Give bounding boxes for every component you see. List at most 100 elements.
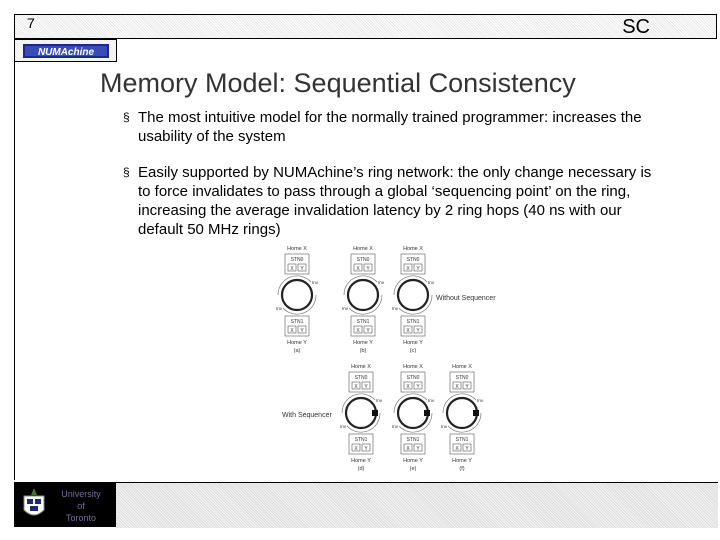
inv-label: Inv xyxy=(340,424,347,429)
home-x-label: Home X xyxy=(353,246,373,252)
slide-number: 7 xyxy=(27,15,35,31)
cache-cell-y xyxy=(462,443,472,452)
home-y-label: Home Y xyxy=(403,458,423,464)
home-y-label: Home Y xyxy=(351,458,371,464)
cache-cell-x xyxy=(403,443,413,452)
inv-label: Inv xyxy=(392,424,399,429)
footer-bar xyxy=(116,482,718,528)
inv-label: Inv xyxy=(477,398,484,403)
numachine-logo: NUMAchine xyxy=(14,39,117,62)
cache-cell-x xyxy=(287,263,297,272)
inv-label: Inv xyxy=(428,280,435,285)
with-sequencer-label: With Sequencer xyxy=(282,412,332,419)
ring-network xyxy=(396,396,430,430)
inv-label: Inv xyxy=(312,280,319,285)
cache-cell-x xyxy=(403,263,413,272)
left-rule xyxy=(14,62,15,480)
inv-label: Inv xyxy=(441,424,448,429)
home-y-label: Home Y xyxy=(287,340,307,346)
bullet-item: § Easily supported by NUMAchine’s ring n… xyxy=(120,163,660,239)
cache-cell-y xyxy=(413,263,423,272)
cache-cell-y xyxy=(361,443,371,452)
bullet-marker: § xyxy=(123,110,130,124)
station-label: STN0 xyxy=(407,375,420,381)
cell-y-label: Y xyxy=(465,384,469,390)
cell-x-label: X xyxy=(354,446,358,452)
cell-y-label: Y xyxy=(416,266,420,272)
cache-cell-x xyxy=(452,443,462,452)
station-label: STN1 xyxy=(456,437,469,443)
invalidate-arrow xyxy=(393,275,428,296)
home-y-label: Home Y xyxy=(353,340,373,346)
station-label: STN0 xyxy=(407,257,420,263)
invalidate-arrow xyxy=(398,294,433,315)
invalidate-arrow xyxy=(393,393,428,414)
panel-label: (b) xyxy=(360,348,367,354)
panel-label: (d) xyxy=(358,466,365,472)
cell-x-label: X xyxy=(290,266,294,272)
home-x-label: Home X xyxy=(287,246,307,252)
university-name: University of Toronto xyxy=(61,489,101,523)
cell-y-label: Y xyxy=(300,328,304,334)
bullet-item: § The most intuitive model for the norma… xyxy=(120,108,660,146)
panel-label: (a) xyxy=(294,348,301,354)
invalidate-arrow xyxy=(343,275,378,296)
ring-network xyxy=(445,396,479,430)
ring-network xyxy=(344,396,378,430)
invalidate-arrow xyxy=(282,294,317,315)
cache-cell-y xyxy=(297,325,307,334)
inv-label: Inv xyxy=(428,398,435,403)
numachine-logo-icon: NUMAchine xyxy=(23,44,109,58)
cell-x-label: X xyxy=(406,266,410,272)
panel-label: (c) xyxy=(410,348,417,354)
invalidate-arrow xyxy=(442,393,477,414)
invalidate-arrow xyxy=(447,412,482,433)
cell-y-label: Y xyxy=(416,328,420,334)
station-label: STN0 xyxy=(291,257,304,263)
header-banner xyxy=(14,14,717,39)
cell-x-label: X xyxy=(290,328,294,334)
cache-cell-y xyxy=(413,381,423,390)
invalidate-arrow xyxy=(348,294,383,315)
university-logo: University of Toronto xyxy=(14,482,116,527)
cell-x-label: X xyxy=(354,384,358,390)
cache-cell-y xyxy=(297,263,307,272)
station-label: STN1 xyxy=(355,437,368,443)
cell-y-label: Y xyxy=(366,266,370,272)
bullet-list: § The most intuitive model for the norma… xyxy=(120,108,660,256)
invalidate-arrow xyxy=(398,412,433,433)
cell-x-label: X xyxy=(356,328,360,334)
cell-x-label: X xyxy=(406,384,410,390)
sequencer-point xyxy=(424,410,430,416)
bullet-marker: § xyxy=(123,165,130,179)
home-x-label: Home X xyxy=(452,364,472,370)
cache-cell-y xyxy=(413,443,423,452)
inv-label: Inv xyxy=(276,306,283,311)
home-y-label: Home Y xyxy=(403,340,423,346)
inv-label: Inv xyxy=(378,280,385,285)
cell-x-label: X xyxy=(455,446,459,452)
without-sequencer-label: Without Sequencer xyxy=(436,295,496,302)
cache-cell-x xyxy=(353,263,363,272)
cache-cell-y xyxy=(363,325,373,334)
inv-label: Inv xyxy=(376,398,383,403)
cell-y-label: Y xyxy=(416,384,420,390)
cache-cell-x xyxy=(351,443,361,452)
cell-y-label: Y xyxy=(416,446,420,452)
sequencer-point xyxy=(372,410,378,416)
slide-title: Memory Model: Sequential Consistency xyxy=(100,68,576,98)
home-x-label: Home X xyxy=(403,246,423,252)
cache-cell-x xyxy=(403,325,413,334)
section-tag: SC xyxy=(622,16,650,38)
cell-x-label: X xyxy=(406,328,410,334)
invalidate-arrow xyxy=(277,275,312,296)
panel-label: (e) xyxy=(410,466,417,472)
home-y-label: Home Y xyxy=(452,458,472,464)
station-label: STN1 xyxy=(407,437,420,443)
cell-y-label: Y xyxy=(465,446,469,452)
cell-x-label: X xyxy=(406,446,410,452)
cell-x-label: X xyxy=(356,266,360,272)
station-label: STN0 xyxy=(456,375,469,381)
cell-y-label: Y xyxy=(366,328,370,334)
station-label: STN0 xyxy=(357,257,370,263)
